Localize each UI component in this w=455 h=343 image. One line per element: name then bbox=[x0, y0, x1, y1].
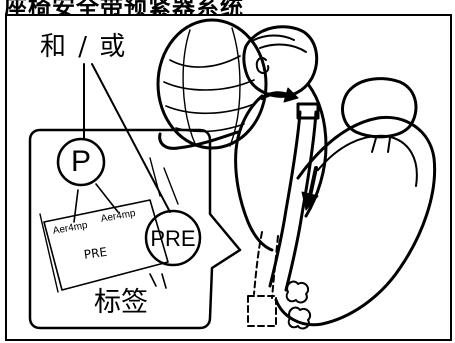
retract-arrow-down bbox=[308, 166, 318, 198]
gas-puff-1 bbox=[285, 280, 310, 304]
airbag-folds bbox=[163, 55, 255, 133]
occupant-head bbox=[242, 25, 319, 98]
page-title: 座椅安全带预紧器系统 bbox=[4, 0, 244, 14]
label-sheet-edges bbox=[39, 157, 179, 293]
pretensioner-tube bbox=[253, 231, 279, 299]
label-caption: 标签 bbox=[94, 287, 148, 318]
retract-arrow-top-head bbox=[283, 87, 299, 103]
pre-circle bbox=[144, 209, 202, 267]
seatbelt-anchor bbox=[296, 102, 320, 120]
pre-tick-marks bbox=[149, 273, 167, 289]
pretensioner-unit bbox=[247, 295, 277, 327]
p-circle-label: P bbox=[70, 145, 91, 178]
label-callout-balloon bbox=[28, 128, 242, 330]
p-pointer-lines bbox=[73, 183, 119, 223]
occupant-hair bbox=[253, 34, 307, 53]
and-or-label: 和 / 或 bbox=[40, 32, 128, 62]
headrest bbox=[341, 77, 418, 139]
figure-frame bbox=[5, 14, 452, 341]
title-bar: 座椅安全带预紧器系统 bbox=[0, 0, 380, 14]
headrest-post bbox=[371, 137, 391, 153]
p-circle bbox=[56, 137, 106, 187]
seat-back bbox=[274, 115, 437, 327]
gas-puff-2 bbox=[287, 306, 312, 330]
pre-circle-label: PRE bbox=[150, 226, 196, 251]
retract-arrow-down-head bbox=[301, 191, 319, 211]
occupant-torso bbox=[234, 82, 328, 252]
airbag-seams bbox=[182, 27, 241, 147]
occupant-arm bbox=[158, 130, 240, 150]
seat-back-inner bbox=[317, 134, 418, 187]
airbag bbox=[156, 18, 268, 150]
